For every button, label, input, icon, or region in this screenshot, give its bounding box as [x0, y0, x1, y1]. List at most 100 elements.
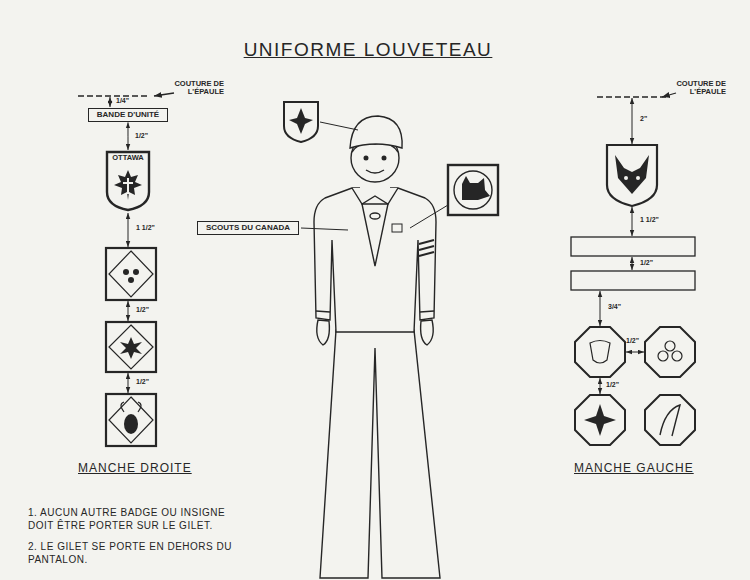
shoulder-seam	[662, 93, 676, 97]
octagon-badge	[665, 341, 675, 351]
dimension: 1/2"	[626, 337, 639, 345]
wolf-crest	[636, 176, 640, 180]
octagon-badge	[590, 341, 610, 364]
seam-note: COUTURE DE L'ÉPAULE	[668, 80, 726, 97]
octagon-badge	[575, 327, 695, 445]
octagon-badge	[575, 327, 625, 377]
proficiency-badge	[121, 402, 141, 412]
dimension: 1/2"	[640, 259, 653, 267]
shoulder-seam	[78, 95, 150, 96]
dimension-arrow	[110, 97, 111, 107]
dimension-arrow	[128, 301, 129, 321]
cub-figure	[362, 204, 388, 266]
wolf-head-badge	[448, 165, 498, 215]
dimension: 3/4"	[608, 303, 621, 311]
proficiency-badge	[124, 414, 138, 434]
dimension: 1/2"	[136, 378, 149, 386]
seam-note: COUTURE DE L'ÉPAULE	[166, 80, 224, 97]
cub-figure	[410, 205, 448, 228]
cub-figure	[382, 156, 386, 160]
shoulder-seam	[597, 96, 670, 97]
sleeve-caption: MANCHE GAUCHE	[574, 462, 694, 475]
dimension: 2"	[640, 115, 647, 123]
cub-figure	[370, 213, 380, 219]
node-text: OTTAWA	[105, 154, 151, 162]
cub-figure	[314, 188, 436, 332]
unit-band: BANDE D'UNITÉ	[88, 108, 168, 123]
beret-badge	[289, 108, 313, 134]
title: UNIFORME LOUVETEAU	[244, 40, 493, 61]
proficiency-badge	[106, 248, 156, 446]
octagon-badge	[645, 327, 695, 377]
cub-figure	[352, 188, 398, 204]
shoulder-seam	[78, 93, 676, 97]
dimension-connector	[127, 122, 128, 150]
wolf-head-badge	[448, 165, 498, 215]
wolf-crest	[607, 145, 657, 206]
cub-figure	[419, 240, 434, 256]
wolf-crest	[607, 145, 657, 206]
star-band	[571, 237, 695, 256]
shoulder-seam	[154, 93, 174, 96]
proficiency-badge	[123, 269, 129, 275]
cub-figure	[366, 170, 384, 173]
cub-figure	[350, 116, 402, 148]
proficiency-badge	[106, 394, 156, 446]
dimension: 1/2"	[136, 306, 149, 314]
dimension: 1/2"	[134, 132, 149, 140]
proficiency-badge	[120, 337, 142, 359]
cub-figure	[364, 156, 368, 160]
cub-figure	[320, 330, 440, 578]
octagon-badge	[660, 405, 680, 436]
city-crest: OTTAWA	[105, 150, 151, 212]
beret-badge	[284, 102, 318, 142]
cub-figure	[301, 116, 448, 578]
cub-figure	[317, 320, 330, 345]
dimension-arrow	[632, 257, 633, 270]
cub-figure	[301, 228, 348, 230]
octagon-badge	[645, 395, 695, 445]
wolf-crest	[615, 155, 649, 194]
proficiency-badge	[109, 251, 153, 297]
dimension-arrow	[600, 378, 601, 394]
proficiency-badge	[133, 269, 139, 275]
note: 1. AUCUN AUTRE BADGE OU INSIGNE DOIT ÊTR…	[28, 506, 243, 532]
cub-figure	[420, 311, 434, 312]
sleeve-caption: MANCHE DROITE	[78, 462, 192, 475]
dimension-arrow	[600, 291, 601, 326]
proficiency-badge	[106, 322, 156, 372]
cub-figure	[392, 224, 402, 232]
cub-figure	[316, 311, 330, 312]
star-band	[571, 271, 695, 290]
octagon-badge	[584, 404, 616, 436]
node-text: SCOUTS DU CANADA	[206, 224, 290, 233]
proficiency-badge	[128, 277, 134, 283]
octagon-badge	[672, 351, 682, 361]
dimension: 1 1/2"	[136, 224, 155, 232]
note: 2. LE GILET SE PORTE EN DEHORS DU PANTAL…	[28, 540, 243, 566]
cub-figure	[320, 122, 358, 130]
proficiency-badge	[106, 248, 156, 300]
dimension-arrow	[128, 373, 129, 393]
proficiency-badge	[109, 397, 153, 443]
crest-outline	[123, 178, 133, 194]
crest-outline	[114, 170, 142, 200]
dimension-arrow	[632, 207, 633, 236]
star-band	[571, 237, 695, 290]
octagon-badge	[575, 395, 625, 445]
node-text: BANDE D'UNITÉ	[97, 111, 159, 120]
cub-figure	[421, 320, 434, 345]
dimension: 1 1/2"	[640, 216, 659, 224]
wolf-head-badge	[462, 176, 490, 200]
shirt-strip: SCOUTS DU CANADA	[197, 221, 299, 236]
proficiency-badge	[109, 325, 153, 369]
dimension: 1/2"	[606, 381, 619, 389]
wolf-crest	[624, 176, 628, 180]
wolf-head-badge	[454, 171, 492, 209]
dimension: 1/4"	[116, 97, 129, 105]
beret-badge	[284, 102, 318, 142]
dimension-arrow	[128, 213, 129, 247]
